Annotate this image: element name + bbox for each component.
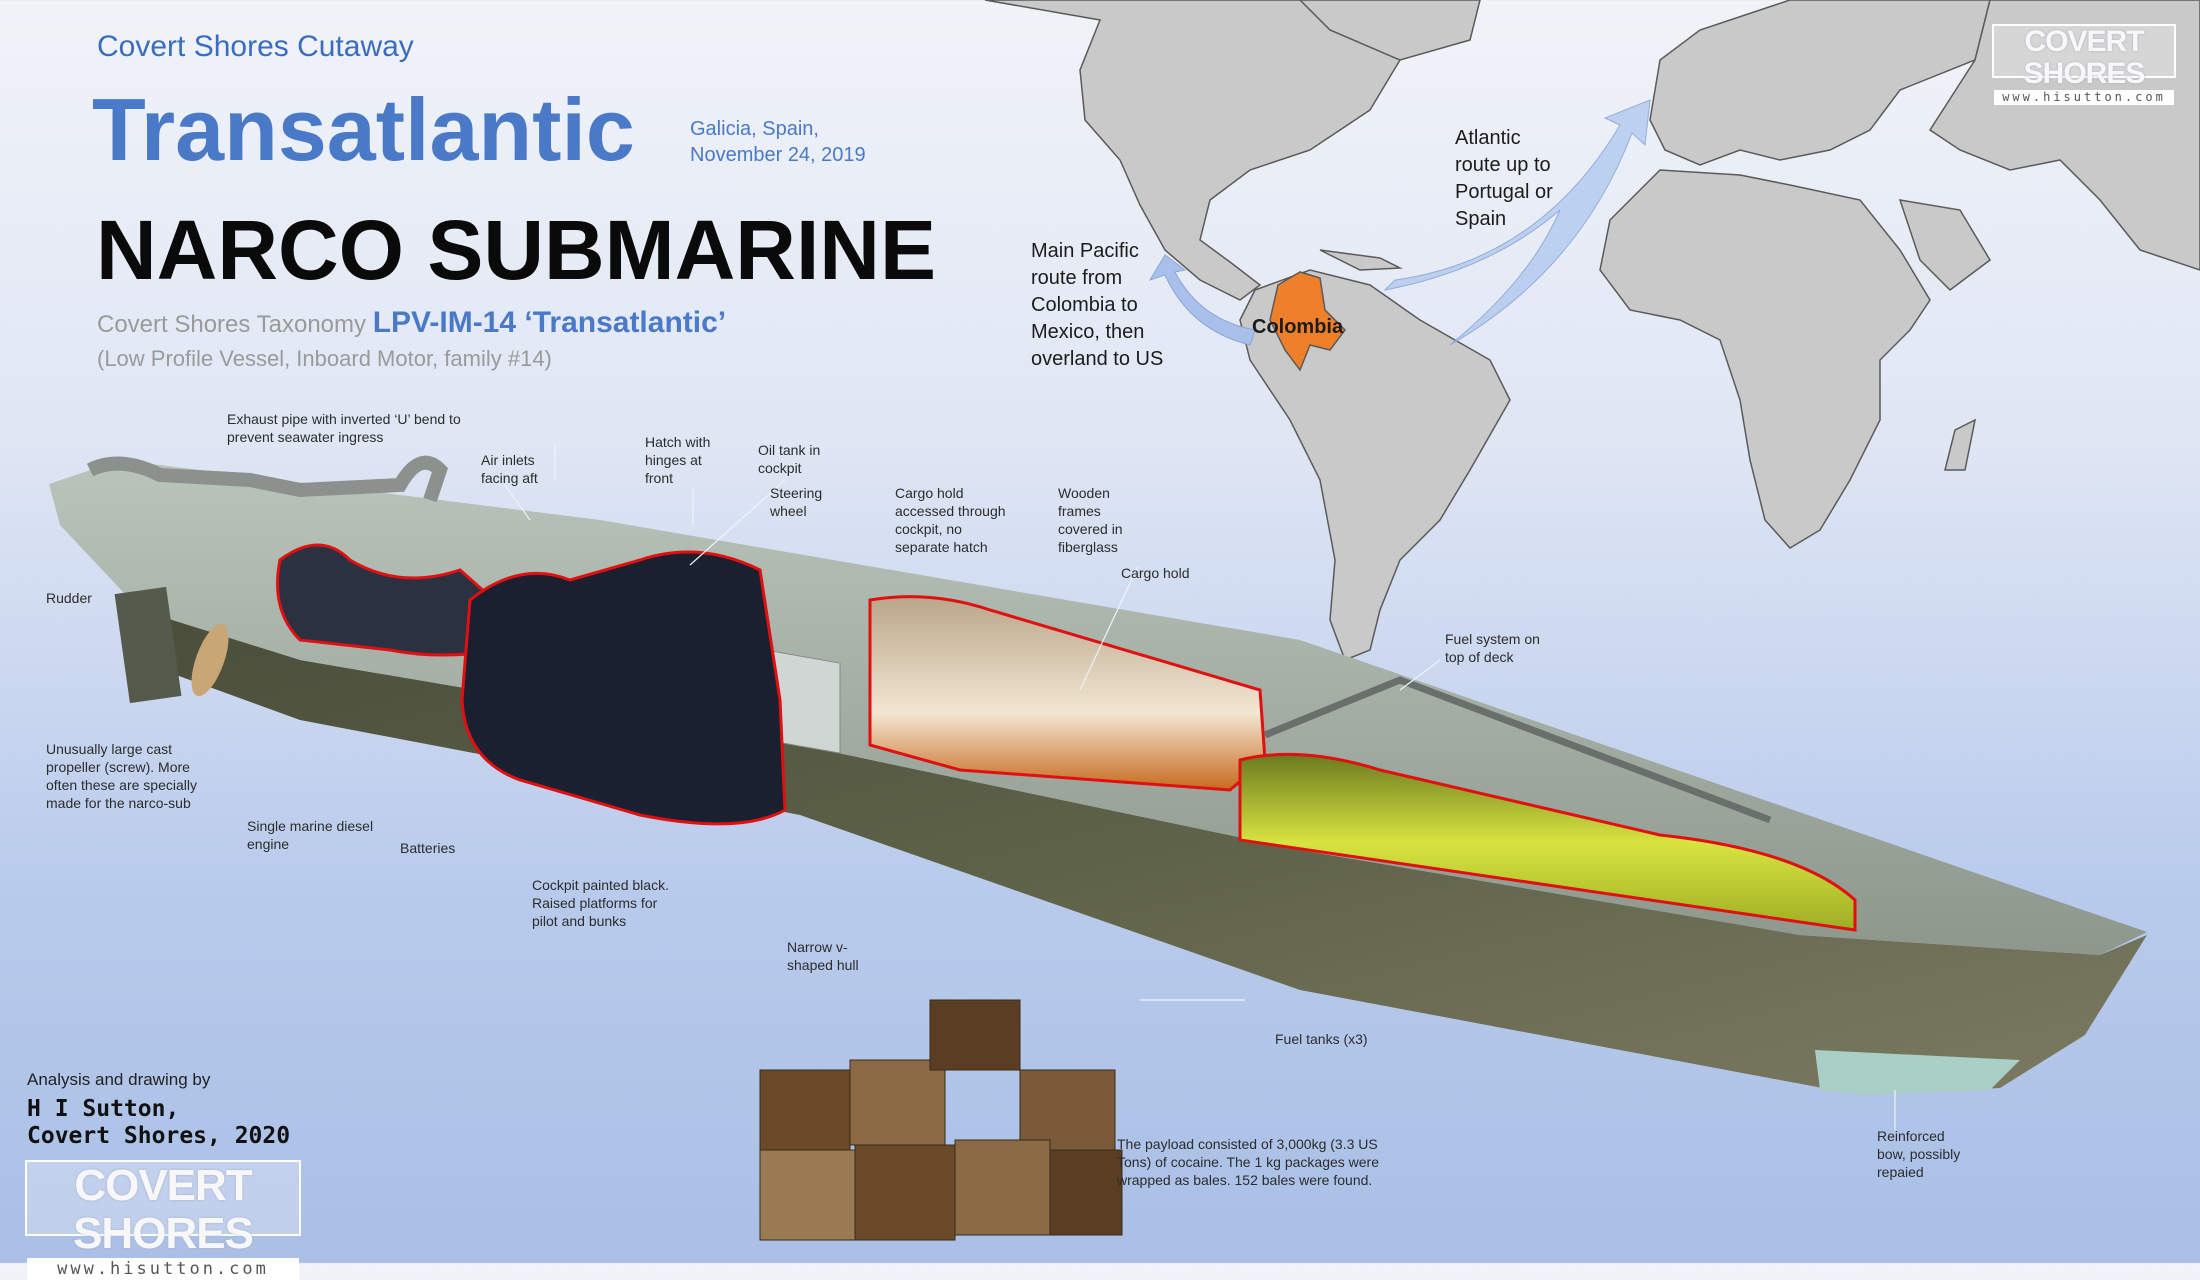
exhaust-pipe: [86, 455, 449, 503]
label-hatch: Hatch with hinges at front: [645, 434, 711, 486]
label-propeller: Unusually large cast propeller (screw). …: [46, 741, 197, 811]
asia: [1928, 0, 2200, 271]
logo-bottom: COVERT SHORES www.hisutton.com: [25, 1160, 301, 1280]
taxonomy-prefix: Covert Shores Taxonomy: [97, 311, 367, 338]
label-fuel-tanks: Fuel tanks (x3): [1275, 1031, 1368, 1047]
europe: [1649, 0, 1991, 166]
cockpit-cutaway: [460, 550, 787, 826]
label-hull: Narrow v- shaped hull: [787, 939, 859, 973]
arabia: [1898, 199, 1991, 291]
bow-reinforcement: [1815, 1050, 2020, 1095]
pacific-route-label: Main Pacific route from Colombia to Mexi…: [1031, 240, 1164, 370]
logo-top: COVERT SHORES www.hisutton.com: [1992, 24, 2176, 105]
fuel-tank-cutaway: [1238, 752, 1857, 932]
credit-line: Analysis and drawing by: [27, 1070, 211, 1089]
atlantic-route-label: Atlantic route up to Portugal or Spain: [1455, 127, 1553, 230]
label-cockpit: Cockpit painted black. Raised platforms …: [532, 877, 669, 929]
propeller: [191, 623, 229, 697]
cocaine-bales: [759, 999, 1123, 1241]
kicker: Covert Shores Cutaway: [97, 30, 414, 63]
pacific-route-arrow: [1148, 254, 1256, 346]
north-america: [984, 0, 1402, 301]
label-payload: The payload consisted of 3,000kg (3.3 US…: [1117, 1136, 1380, 1188]
logo-url: www.hisutton.com: [27, 1258, 299, 1280]
logo-text: COVERT SHORES: [2023, 25, 2146, 90]
south-america: [1239, 269, 1511, 661]
page-title: Transatlantic: [92, 80, 635, 179]
label-rudder: Rudder: [46, 590, 92, 606]
colombia-label: Colombia: [1252, 316, 1344, 338]
madagascar: [1944, 418, 1977, 471]
label-oil-tank: Oil tank in cockpit: [758, 442, 821, 476]
page-subtitle: NARCO SUBMARINE: [96, 203, 936, 297]
taxonomy: Covert Shores Taxonomy LPV-IM-14 ‘Transa…: [97, 306, 726, 342]
location: Galicia, Spain,: [690, 118, 819, 140]
colombia: [1269, 271, 1346, 372]
label-wooden-frames: Wooden frames covered in fiberglass: [1058, 485, 1123, 555]
label-steering: Steering wheel: [770, 485, 823, 519]
label-cargo-hold: Cargo hold: [1121, 565, 1190, 581]
label-air-inlets: Air inlets facing aft: [481, 452, 538, 486]
label-batteries: Batteries: [400, 840, 456, 856]
atlantic-route-arrow: [1383, 99, 1651, 346]
logo-url: www.hisutton.com: [1994, 90, 2174, 105]
label-fuel-system: Fuel system on top of deck: [1445, 631, 1540, 665]
label-engine: Single marine diesel engine: [247, 818, 374, 852]
africa: [1599, 169, 1931, 549]
label-exhaust: Exhaust pipe with inverted ‘U’ bend to p…: [227, 411, 461, 445]
caribbean: [1319, 249, 1403, 271]
label-cargo-access: Cargo hold accessed through cockpit, no …: [895, 485, 1006, 555]
logo-text: COVERT SHORES: [73, 1161, 254, 1258]
location-date: Galicia, Spain, November 24, 2019: [690, 116, 866, 168]
taxonomy-code: LPV-IM-14 ‘Transatlantic’: [372, 306, 727, 339]
date: November 24, 2019: [690, 144, 866, 166]
fuel-line: [1263, 676, 1772, 824]
rudder: [114, 586, 182, 704]
taxonomy-description: (Low Profile Vessel, Inboard Motor, fami…: [97, 346, 552, 371]
label-bow: Reinforced bow, possibly repaied: [1877, 1128, 1961, 1180]
author: H I Sutton, Covert Shores, 2020: [27, 1096, 291, 1149]
